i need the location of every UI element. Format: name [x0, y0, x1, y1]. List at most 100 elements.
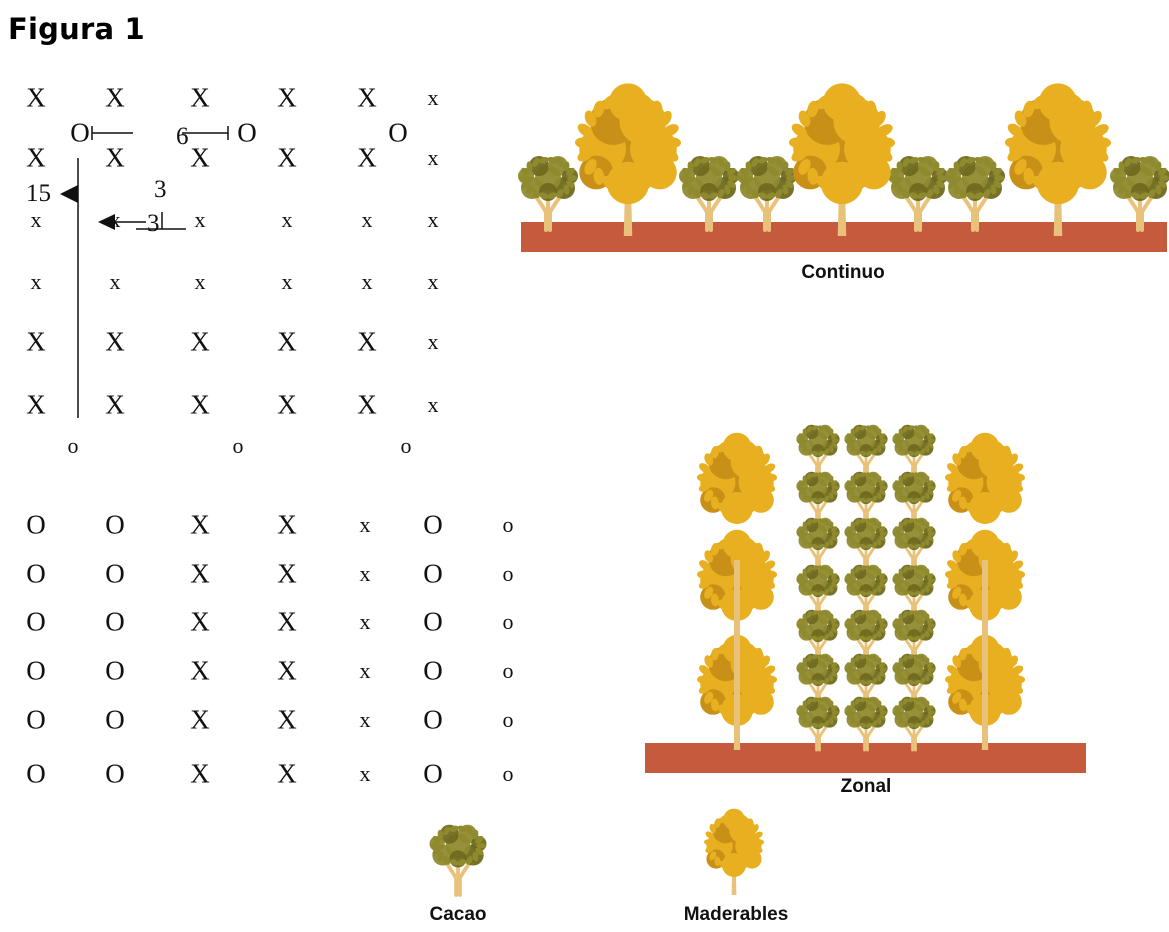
grid-symbol: o [502, 561, 514, 586]
cacao-tree [796, 564, 840, 620]
grid-symbol: O [423, 509, 443, 540]
grid-symbol: x [427, 145, 439, 170]
grid-symbol: X [190, 389, 210, 420]
grid-symbol: O [26, 758, 46, 789]
grid-symbol: X [190, 758, 210, 789]
grid-symbol: X [190, 82, 210, 113]
cacao-tree [518, 156, 578, 232]
grid-symbol: x [359, 707, 371, 732]
continuous-label: Continuo [801, 262, 885, 283]
grid-symbol: O [26, 655, 46, 686]
cacao-tree [844, 471, 888, 527]
cacao-tree [737, 156, 797, 232]
spacing-label-3-side: 3 [147, 210, 160, 237]
cacao-tree [844, 609, 888, 665]
grid-symbol: x [30, 269, 42, 294]
grid-symbol: O [26, 509, 46, 540]
grid-symbol: O [105, 758, 125, 789]
cacao-tree [1110, 156, 1169, 232]
grid-symbol: o [502, 609, 514, 634]
grid-symbol: X [357, 82, 377, 113]
cacao-tree [796, 653, 840, 709]
cacao-tree [892, 653, 936, 709]
cacao-tree [844, 517, 888, 573]
grid-symbol: X [190, 326, 210, 357]
grid-symbol: X [190, 509, 210, 540]
grid-symbol: o [502, 761, 514, 786]
grid-symbol: O [26, 704, 46, 735]
grid-symbol: X [190, 558, 210, 589]
grid-symbol: X [105, 82, 125, 113]
timber-tree [575, 83, 681, 236]
cacao-tree [679, 156, 739, 232]
grid-symbol: X [105, 326, 125, 357]
grid-symbol: x [194, 269, 206, 294]
grid-symbol: o [232, 433, 244, 458]
cacao-tree [796, 696, 840, 752]
grid-symbol: X [190, 142, 210, 173]
grid-symbol: X [277, 509, 297, 540]
grid-symbol: x [281, 269, 293, 294]
grid-symbol: O [423, 558, 443, 589]
grid-symbol: X [26, 82, 46, 113]
grid-symbol: X [190, 655, 210, 686]
dimension-arrowhead [60, 185, 78, 203]
cacao-tree [945, 156, 1005, 232]
grid-symbol: O [423, 655, 443, 686]
timber-tree [704, 808, 764, 895]
grid-symbol: x [359, 561, 371, 586]
grid-symbol: x [109, 269, 121, 294]
grid-symbol: O [105, 704, 125, 735]
grid-symbol: O [26, 558, 46, 589]
cacao-tree [844, 424, 888, 480]
grid-symbol: x [359, 609, 371, 634]
spacing-label-6: 6 [176, 123, 189, 150]
grid-symbol: O [423, 704, 443, 735]
cacao-tree [888, 156, 948, 232]
cacao-tree [844, 564, 888, 620]
spacing-label-15: 15 [26, 180, 51, 207]
grid-symbol: X [277, 606, 297, 637]
timber-trunk [982, 560, 988, 750]
timber-trunk [734, 560, 740, 750]
grid-symbol: x [359, 512, 371, 537]
cacao-tree [429, 824, 487, 897]
cacao-tree [892, 696, 936, 752]
cacao-tree [892, 609, 936, 665]
grid-symbol: x [359, 761, 371, 786]
grid-symbol: X [277, 326, 297, 357]
grid-symbol: X [26, 142, 46, 173]
grid-symbol: O [105, 558, 125, 589]
grid-symbol: x [427, 207, 439, 232]
grid-symbol: O [237, 117, 257, 148]
grid-symbol: X [26, 389, 46, 420]
grid-symbol: X [357, 142, 377, 173]
cacao-tree [892, 517, 936, 573]
cacao-tree [844, 653, 888, 709]
grid-symbol: x [427, 392, 439, 417]
legend-timber-label: Maderables [683, 904, 789, 925]
cacao-tree [796, 424, 840, 480]
grid-symbol: o [502, 658, 514, 683]
grid-symbol: O [423, 606, 443, 637]
cacao-tree [844, 696, 888, 752]
grid-symbol: O [423, 758, 443, 789]
cacao-tree [892, 564, 936, 620]
grid-symbol: o [400, 433, 412, 458]
grid-symbol: x [427, 85, 439, 110]
cacao-tree [796, 517, 840, 573]
timber-tree [789, 83, 895, 236]
grid-symbol: X [357, 326, 377, 357]
grid-symbol: x [281, 207, 293, 232]
dimension-arrowhead [98, 214, 115, 230]
grid-symbol: O [105, 655, 125, 686]
grid-symbol: o [502, 512, 514, 537]
cacao-tree [796, 609, 840, 665]
cacao-tree [892, 424, 936, 480]
grid-symbol: O [70, 117, 90, 148]
